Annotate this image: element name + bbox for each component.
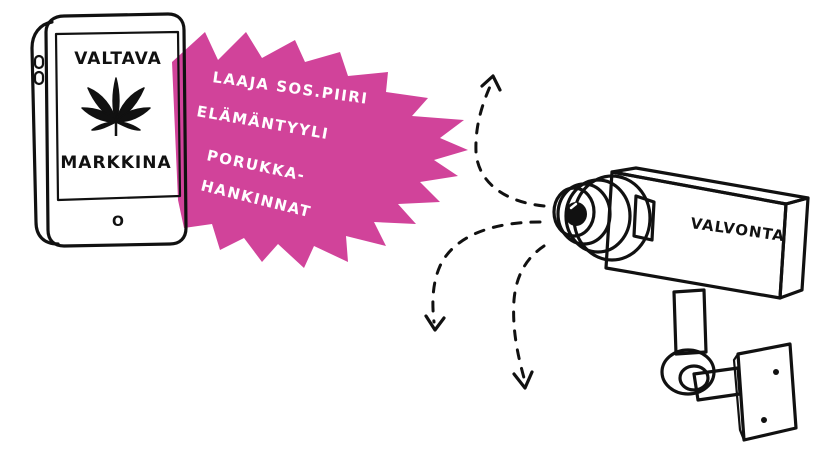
camera-arm-horizontal [694,368,740,400]
arrow-left-path [433,222,540,322]
phone: VALTAVA MARKKINA O [32,14,186,246]
mount-screw-icon [761,417,767,423]
mount-screw-icon [773,369,779,375]
camera-body-side [780,198,808,298]
arrow-down-path [514,246,544,378]
cannabis-leaf-icon [82,78,150,136]
arrow-up-path [476,82,544,206]
phone-home-button-icon: O [112,214,124,230]
arrow-up-head-icon [482,76,500,90]
camera-arm-vertical [674,290,706,354]
camera-wall-mount [738,344,796,440]
security-camera: VALVONTA [554,168,808,440]
phone-side-button-top [35,56,43,68]
signal-burst: LAAJA SOS.PIIRI ELÄMÄNTYYLI PORUKKA- HAN… [172,32,468,268]
phone-title-top: VALTAVA [74,49,162,69]
camera-label: VALVONTA [689,214,786,245]
phone-title-bottom: MARKKINA [60,153,171,173]
phone-side-button-bottom [35,72,43,84]
